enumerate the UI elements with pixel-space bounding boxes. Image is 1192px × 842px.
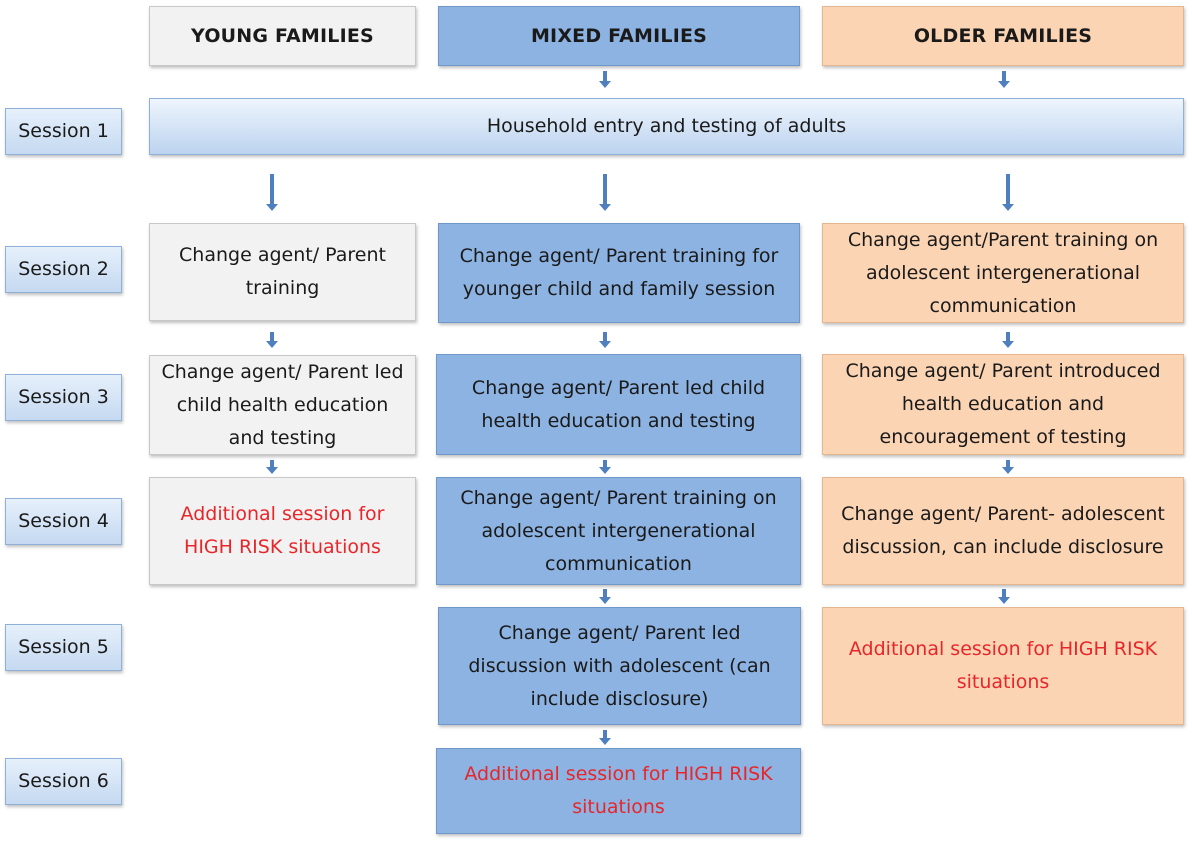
header-young-families: YOUNG FAMILIES bbox=[149, 6, 416, 66]
session-label-6: Session 6 bbox=[5, 758, 122, 805]
header-mixed-families: MIXED FAMILIES bbox=[438, 6, 800, 66]
mixed-session6-box: Additional session for HIGH RISK situati… bbox=[436, 748, 801, 834]
session-label-1: Session 1 bbox=[5, 108, 122, 155]
header-older-families: OLDER FAMILIES bbox=[822, 6, 1184, 66]
mixed-session4-box: Change agent/ Parent training on adolesc… bbox=[436, 477, 801, 585]
session1-banner: Household entry and testing of adults bbox=[149, 98, 1184, 155]
session-label-3: Session 3 bbox=[5, 374, 122, 421]
young-session2-box: Change agent/ Parent training bbox=[149, 223, 416, 321]
mixed-session3-box: Change agent/ Parent led child health ed… bbox=[436, 354, 801, 455]
mixed-session5-box: Change agent/ Parent led discussion with… bbox=[438, 607, 801, 725]
older-session5-box: Additional session for HIGH RISK situati… bbox=[822, 607, 1184, 725]
young-session3-box: Change agent/ Parent led child health ed… bbox=[149, 355, 416, 455]
older-session4-box: Change agent/ Parent- adolescent discuss… bbox=[822, 477, 1184, 585]
session-label-2: Session 2 bbox=[5, 246, 122, 293]
session-label-5: Session 5 bbox=[5, 624, 122, 671]
older-session2-box: Change agent/Parent training on adolesce… bbox=[822, 223, 1184, 323]
session-label-4: Session 4 bbox=[5, 498, 122, 545]
older-session3-box: Change agent/ Parent introduced health e… bbox=[822, 354, 1184, 455]
young-session4-box: Additional session for HIGH RISK situati… bbox=[149, 477, 416, 585]
mixed-session2-box: Change agent/ Parent training for younge… bbox=[438, 223, 800, 323]
